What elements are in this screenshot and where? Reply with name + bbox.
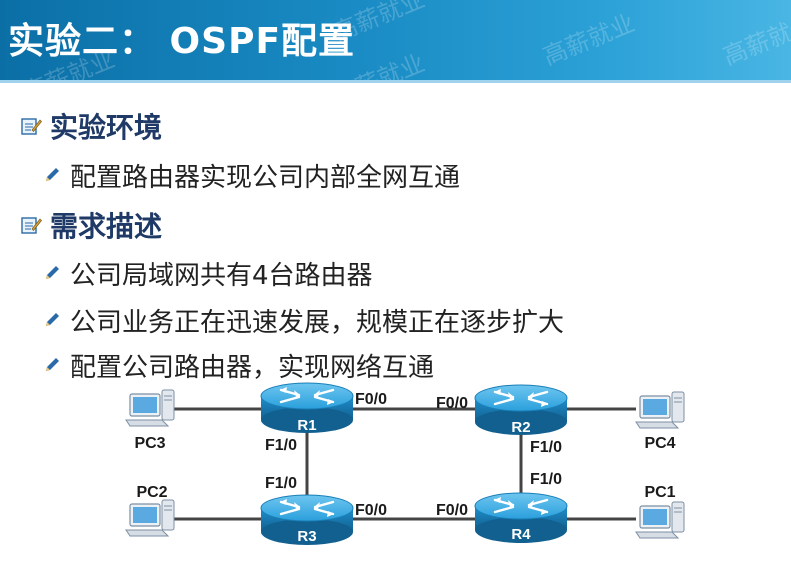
computer-icon[interactable] xyxy=(125,499,175,537)
section-title: 需求描述 xyxy=(50,210,163,243)
router-label: R3 xyxy=(297,528,316,545)
interface-label: F0/0 xyxy=(436,502,468,519)
slide-title: 实验二： OSPF配置 xyxy=(8,21,356,62)
pencil-icon xyxy=(46,358,59,371)
bullet-text: 公司业务正在迅速发展，规模正在逐步扩大 xyxy=(70,307,565,338)
notepad-icon xyxy=(21,118,42,135)
pencil-icon xyxy=(46,168,59,181)
bullet-text: 配置公司路由器，实现网络互通 xyxy=(70,352,435,383)
router-label: R4 xyxy=(511,526,531,543)
router-label: R1 xyxy=(297,417,316,434)
banner-divider xyxy=(0,80,791,83)
interface-label: F0/0 xyxy=(355,391,387,408)
computer-icon[interactable] xyxy=(635,501,685,539)
interface-label: F0/0 xyxy=(436,395,468,412)
interface-label: F1/0 xyxy=(265,475,297,492)
interface-label: F0/0 xyxy=(355,502,387,519)
bullet-text: 公司局域网共有4台路由器 xyxy=(70,260,373,291)
section-heading: 实验环境 xyxy=(20,108,162,144)
section-heading: 需求描述 xyxy=(20,207,162,243)
pencil-icon xyxy=(46,313,59,326)
bullet-item: 配置路由器实现公司内部全网互通 xyxy=(44,158,461,193)
pencil-icon xyxy=(46,266,59,279)
interface-label: F1/0 xyxy=(530,439,562,456)
interface-label: F1/0 xyxy=(530,471,562,488)
bullet-item: 配置公司路由器，实现网络互通 xyxy=(44,348,435,383)
pc-label: PC1 xyxy=(644,484,675,501)
bullet-text: 配置路由器实现公司内部全网互通 xyxy=(70,162,461,193)
title-banner: 高薪就业 高薪就业 高薪就业 高薪就业 高薪就业 实验二： OSPF配置 xyxy=(0,0,791,80)
pc-label: PC3 xyxy=(134,435,165,452)
network-links xyxy=(172,407,636,521)
interface-label: F1/0 xyxy=(265,437,297,454)
computer-icon[interactable] xyxy=(635,391,685,429)
computer-icon[interactable] xyxy=(125,389,175,427)
pc-label: PC2 xyxy=(136,484,167,501)
bullet-item: 公司局域网共有4台路由器 xyxy=(44,256,373,291)
section-title: 实验环境 xyxy=(50,111,163,144)
bullet-item: 公司业务正在迅速发展，规模正在逐步扩大 xyxy=(44,303,565,338)
router-label: R2 xyxy=(511,419,530,436)
pc-label: PC4 xyxy=(644,435,675,452)
notepad-icon xyxy=(21,217,42,234)
